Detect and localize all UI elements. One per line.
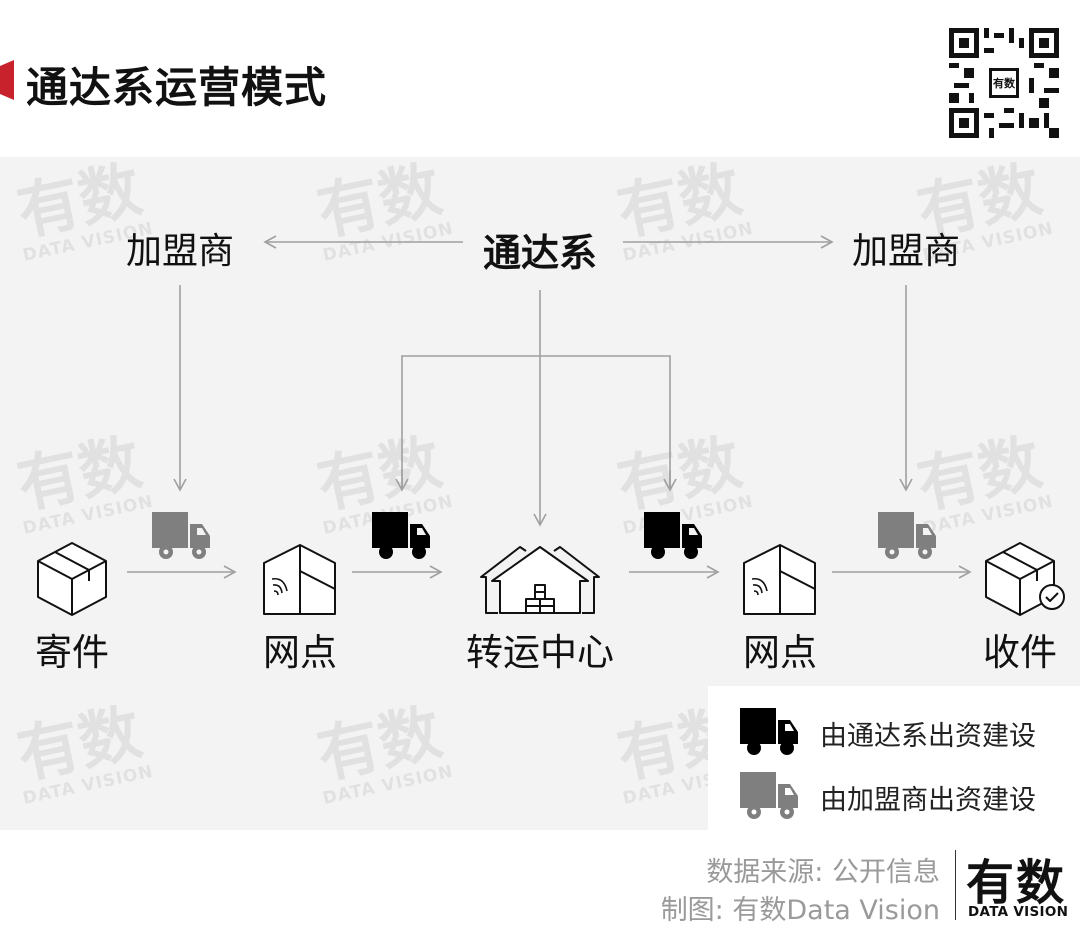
node-tongda: 通达系 (482, 231, 597, 275)
footer-divider (955, 850, 956, 920)
data-source: 数据来源: 公开信息 (706, 857, 940, 888)
node-franchisee-left: 加盟商 (125, 231, 234, 272)
node-label-transfer-center: 转运中心 (466, 631, 614, 674)
title-accent-mark (0, 60, 14, 100)
node-label-outlet: 网点 (743, 631, 817, 674)
node-franchisee-right: 加盟商 (851, 231, 960, 272)
bracket-tongda-trucks (401, 355, 671, 490)
package-icon (37, 542, 107, 616)
truck-franchisee-icon (878, 512, 936, 559)
outlet-building-icon (743, 544, 816, 615)
brand-logo-subtitle: DATA VISION (968, 904, 1069, 920)
node-label-sender: 寄件 (35, 631, 109, 674)
transfer-center-icon (480, 546, 600, 614)
package-received-icon (985, 542, 1065, 616)
truck-franchisee-icon (152, 512, 210, 559)
legend-label-franchisee: 由加盟商出资建设 (820, 785, 1036, 816)
qr-code-icon: 有数 (949, 28, 1059, 138)
truck-tongda-icon (644, 512, 702, 559)
brand-logo: 有数 (966, 855, 1067, 911)
legend-truck-black-icon (740, 708, 798, 755)
legend: 由通达系出资建设 由加盟商出资建设 (708, 686, 1080, 830)
truck-tongda-icon (372, 512, 430, 559)
legend-label-tongda: 由通达系出资建设 (820, 721, 1036, 752)
outlet-building-icon (263, 544, 336, 615)
node-label-outlet: 网点 (263, 631, 337, 674)
page-title: 通达系运营模式 (26, 63, 328, 112)
svg-text:有数: 有数 (993, 76, 1016, 90)
node-label-receiver: 收件 (983, 631, 1057, 674)
legend-truck-gray-icon (740, 772, 798, 819)
chart-credit: 制图: 有数Data Vision (660, 895, 940, 926)
